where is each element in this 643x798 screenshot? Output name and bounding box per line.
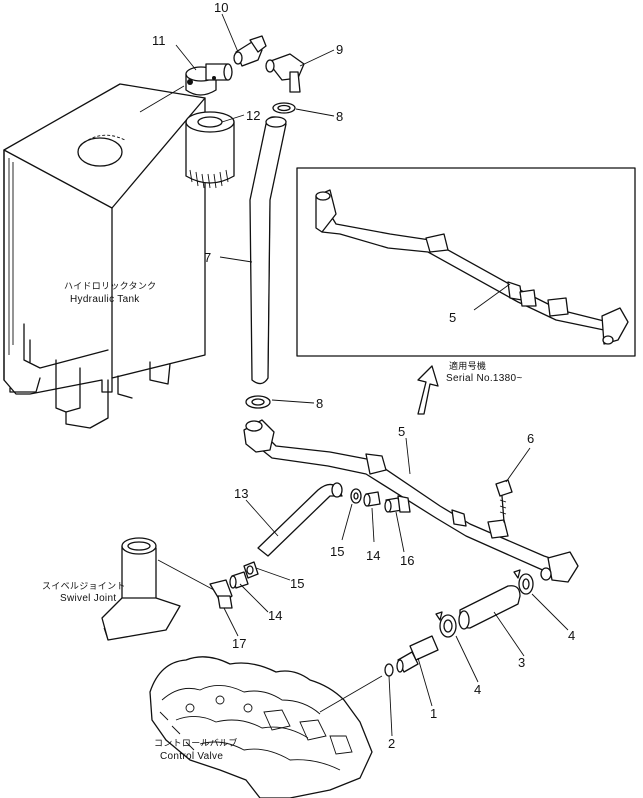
clamp-8-bottom: [245, 395, 271, 409]
filter-head: [185, 63, 233, 96]
part-number-8-top: 8: [336, 109, 343, 124]
filter-cartridge: [185, 111, 235, 189]
hose-3: [458, 585, 521, 630]
serial-inset-box: [296, 167, 636, 357]
hose-7: [249, 116, 287, 385]
part-number-2: 2: [388, 736, 395, 751]
part-number-17: 17: [232, 636, 246, 651]
fitting-16: [384, 495, 411, 513]
clamp-4-lower: [435, 611, 457, 638]
fitting-9: [265, 53, 305, 93]
part-number-6: 6: [527, 431, 534, 446]
part-number-16: 16: [400, 553, 414, 568]
hose-13: [257, 482, 343, 557]
part-number-4-lower: 4: [474, 682, 481, 697]
swivel-joint: [101, 537, 215, 641]
part-number-13: 13: [234, 486, 248, 501]
control-valve-label-jp: コントロールバルブ: [154, 737, 238, 748]
part-number-5-inset: 5: [449, 310, 456, 325]
fitting-15-upper: [350, 488, 362, 504]
part-number-1: 1: [430, 706, 437, 721]
o-ring-2: [384, 663, 394, 677]
hydraulic-tank: [3, 83, 206, 429]
control-valve: [149, 656, 383, 798]
leader-lines: [175, 13, 569, 737]
elbow-17: [209, 579, 233, 609]
part-number-11: 11: [152, 33, 166, 48]
fitting-15-lower: [243, 561, 259, 579]
fitting-14-upper: [363, 491, 381, 507]
part-number-5: 5: [398, 424, 405, 439]
part-number-8-bottom: 8: [316, 396, 323, 411]
tube-5: [243, 419, 579, 583]
bolt-6: [495, 479, 513, 523]
hydraulic-tank-label-jp: ハイドロリックタンク: [64, 281, 156, 291]
part-number-15-upper: 15: [330, 544, 344, 559]
part-number-15-lower: 15: [290, 576, 304, 591]
hydraulic-tank-label-en: Hydraulic Tank: [70, 294, 140, 305]
part-number-3: 3: [518, 655, 525, 670]
connector-1: [396, 635, 439, 673]
serial-label-en: Serial No.1380~: [446, 373, 523, 384]
swivel-joint-label-en: Swivel Joint: [60, 593, 116, 604]
serial-label-jp: 適用号機: [449, 360, 486, 371]
control-valve-label-en: Control Valve: [160, 751, 223, 762]
part-number-4-right: 4: [568, 628, 575, 643]
part-number-10: 10: [214, 0, 228, 15]
serial-arrow-icon: [417, 365, 439, 415]
fitting-10: [233, 35, 267, 67]
swivel-joint-label-jp: スイベルジョイント: [42, 581, 126, 591]
fitting-14-lower: [229, 571, 249, 589]
part-number-7: 7: [204, 250, 211, 265]
part-number-9: 9: [336, 42, 343, 57]
part-number-12: 12: [246, 108, 260, 123]
part-number-14-upper: 14: [366, 548, 380, 563]
clamp-8-top: [272, 102, 296, 114]
clamp-4-upper: [513, 569, 534, 595]
part-number-14-lower: 14: [268, 608, 282, 623]
